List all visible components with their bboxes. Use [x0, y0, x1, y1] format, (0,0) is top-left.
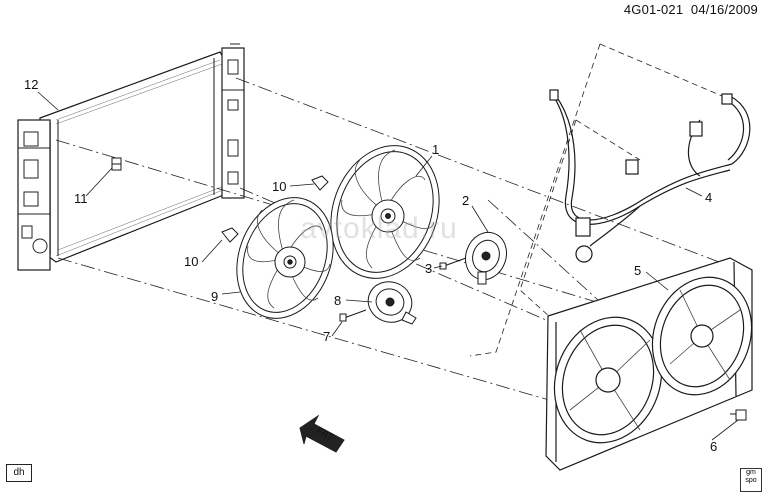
gm-badge: gm spo [740, 468, 762, 492]
drawing-date: 04/16/2009 [690, 2, 758, 17]
gm-badge-line2: spo [745, 477, 757, 484]
gm-badge-line1: gm [746, 469, 756, 476]
corner-tag: dh [6, 464, 32, 482]
callout-5: 5 [634, 263, 642, 278]
callout-2: 2 [462, 193, 470, 208]
drawing-header: 4G01-021 04/16/2009 [624, 2, 758, 17]
front-arrow [299, 414, 345, 453]
bolt-lower [339, 309, 367, 322]
retainer-clips [111, 157, 329, 243]
radiator [17, 43, 245, 271]
callout-6: 6 [710, 439, 718, 454]
callout-10-upper: 10 [272, 179, 287, 194]
fan-motor-lower [367, 281, 417, 325]
callout-7: 7 [323, 329, 331, 344]
harness-outline [469, 43, 723, 357]
callout-4: 4 [705, 190, 713, 205]
leader-lines [37, 91, 739, 441]
bolt-upper [439, 257, 467, 270]
fan-shroud [545, 257, 753, 471]
callout-3: 3 [425, 261, 433, 276]
callout-10-lower: 10 [184, 254, 199, 269]
bolt-shroud [730, 409, 747, 421]
fan-blade-lower [236, 197, 334, 319]
drawing-code: 4G01-021 [623, 2, 684, 17]
callout-11: 11 [74, 191, 88, 206]
callout-9: 9 [211, 289, 219, 304]
fan-motor-upper [464, 231, 508, 285]
fan-blade-upper [330, 145, 440, 279]
callout-1: 1 [432, 142, 440, 157]
callout-8: 8 [334, 293, 342, 308]
wiring-harness [549, 89, 751, 263]
callout-12: 12 [24, 77, 39, 92]
watermark: avtoklad.ru [300, 212, 458, 245]
